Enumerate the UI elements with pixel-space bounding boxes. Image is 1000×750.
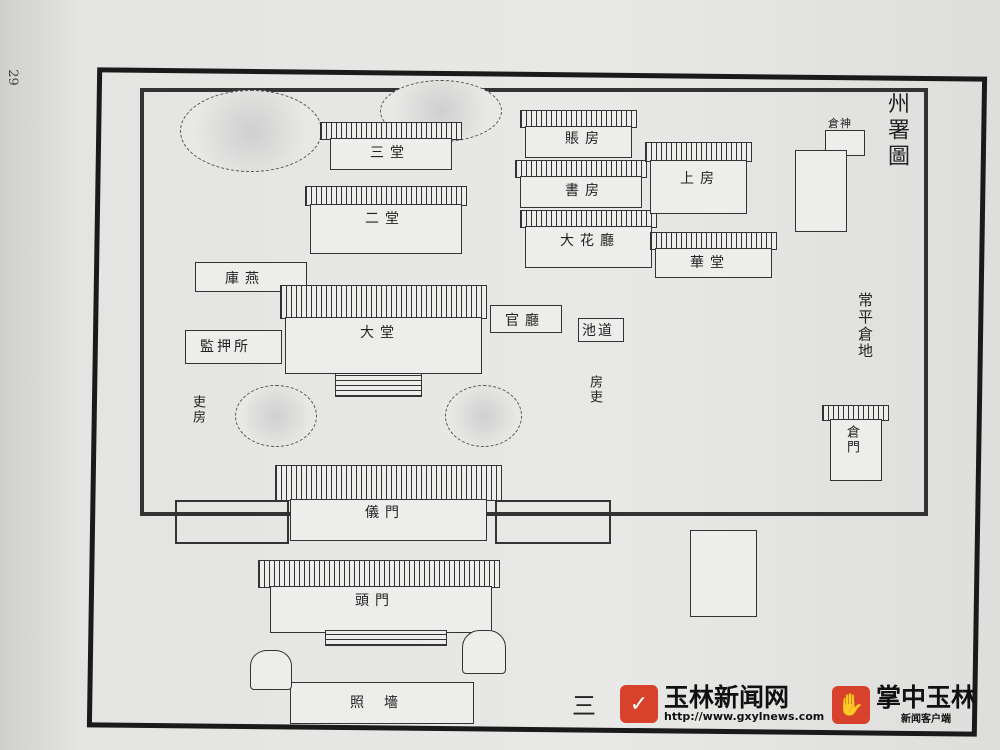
tree xyxy=(445,385,522,447)
page-number: 29 xyxy=(4,69,20,86)
storehouse-label: 庫燕 xyxy=(225,271,265,287)
main-hall-label: 大堂 xyxy=(360,325,400,341)
hua-hall-label: 華堂 xyxy=(690,255,730,271)
study-label: 書房 xyxy=(565,183,605,199)
granary-gate-label: 倉門 xyxy=(844,425,859,455)
ceremonial-gate xyxy=(290,499,487,541)
granary-god-label: 倉神 xyxy=(828,117,852,130)
upper-room-label: 上房 xyxy=(680,171,720,187)
small-pavilion xyxy=(690,530,757,617)
front-gate-label: 頭門 xyxy=(355,593,395,609)
stone-lion xyxy=(462,630,506,674)
accounts-room xyxy=(525,126,632,158)
screen-wall xyxy=(290,682,474,724)
hand-logo-icon: ✋ xyxy=(832,686,870,724)
flower-hall-label: 大花廳 xyxy=(560,233,620,249)
third-hall xyxy=(330,138,452,170)
stairs xyxy=(335,373,422,397)
jail xyxy=(185,330,282,364)
site-name: 玉林新闻网 xyxy=(664,683,790,712)
wall xyxy=(495,500,611,544)
flower-hall xyxy=(525,226,652,268)
roof xyxy=(305,186,467,206)
gxylnews-watermark: ✓ 玉林新闻网 http://www.gxylnews.com xyxy=(620,685,824,723)
official-hall-label: 官廳 xyxy=(505,313,545,329)
clerks-room-left-label: 吏房 xyxy=(190,395,205,425)
front-gate xyxy=(270,586,492,633)
wall xyxy=(175,500,289,544)
gxylnews-logo-icon: ✓ xyxy=(620,685,658,723)
plate-number: 三 xyxy=(572,692,596,720)
hua-hall xyxy=(655,248,772,278)
granary-land-label: 常平倉地 xyxy=(856,292,874,360)
second-hall xyxy=(310,204,462,254)
roof xyxy=(275,465,502,501)
app-subtitle: 新闻客户端 xyxy=(901,714,951,725)
clerks-room-right-label: 房吏 xyxy=(587,375,602,405)
ceremonial-gate-label: 儀門 xyxy=(365,505,405,521)
roof xyxy=(645,142,752,162)
roof xyxy=(280,285,487,319)
tree xyxy=(180,90,322,172)
roof xyxy=(258,560,500,588)
stone-lion xyxy=(250,650,292,690)
screen-wall-label: 照墻 xyxy=(350,695,418,711)
map-title: 州署圖 xyxy=(884,92,909,170)
pond-sign xyxy=(578,318,624,342)
third-hall-label: 三堂 xyxy=(370,145,410,161)
study xyxy=(520,176,642,208)
app-watermark: ✋ 掌中玉林 新闻客户端 xyxy=(832,685,976,725)
tree xyxy=(235,385,317,447)
official-hall xyxy=(490,305,562,333)
upper-room xyxy=(650,160,747,214)
app-name: 掌中玉林 xyxy=(876,683,977,712)
pond-label: 池道 xyxy=(582,323,614,339)
tower xyxy=(795,150,847,232)
granary-gate xyxy=(830,419,882,481)
stairs xyxy=(325,630,447,646)
second-hall-label: 二堂 xyxy=(365,211,405,227)
accounts-room-label: 賬房 xyxy=(565,131,605,147)
jail-label: 監押所 xyxy=(200,339,251,355)
site-url: http://www.gxylnews.com xyxy=(664,710,825,723)
compound-wall xyxy=(140,88,928,516)
main-hall xyxy=(285,317,482,374)
